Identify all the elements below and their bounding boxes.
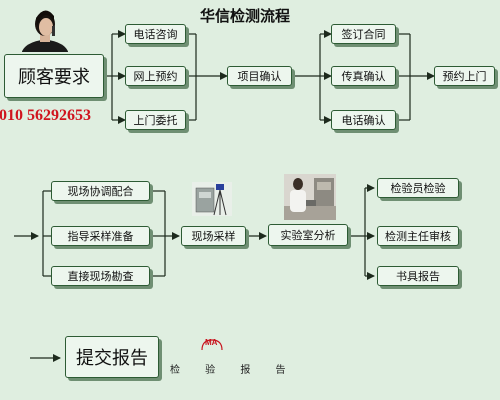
laboratory-photo [284, 174, 336, 220]
submit-report-label: 提交报告 [76, 348, 148, 369]
issue-report-box: 书具报告 [377, 266, 459, 286]
guide-sampling-box: 指导采样准备 [51, 226, 150, 246]
phone-confirm-box: 电话确认 [331, 110, 396, 130]
booking-visit-label: 预约上门 [442, 70, 487, 83]
lab-analysis-box: 实验室分析 [268, 224, 348, 246]
booking-visit-box: 预约上门 [434, 66, 495, 86]
site-coordinate-box: 现场协调配合 [51, 181, 150, 201]
inspector-check-label: 检验员检验 [390, 182, 446, 195]
project-confirm-label: 项目确认 [237, 70, 282, 83]
phone-confirm-label: 电话确认 [341, 114, 386, 127]
sign-contract-box: 签订合同 [331, 24, 396, 44]
direct-survey-label: 直接现场勘查 [67, 270, 134, 283]
director-review-label: 检测主任审核 [385, 230, 451, 243]
sign-contract-label: 签订合同 [341, 28, 386, 41]
site-sampling-label: 现场采样 [191, 230, 236, 243]
site-coordinate-label: 现场协调配合 [67, 185, 134, 198]
guide-sampling-label: 指导采样准备 [67, 230, 134, 243]
direct-survey-box: 直接现场勘查 [51, 266, 150, 286]
ma-mark-icon: MA [200, 337, 224, 351]
page-title: 华信检测流程 [200, 7, 291, 25]
site-sampling-box: 现场采样 [181, 226, 246, 246]
inspector-check-box: 检验员检验 [377, 178, 459, 198]
onsite-commission-label: 上门委托 [133, 114, 178, 127]
customer-service-photo [22, 4, 68, 52]
lab-analysis-label: 实验室分析 [280, 229, 336, 242]
fax-confirm-box: 传真确认 [331, 66, 396, 86]
fax-confirm-label: 传真确认 [341, 70, 386, 83]
online-booking-box: 网上预约 [125, 66, 186, 86]
project-confirm-box: 项目确认 [227, 66, 292, 86]
phone-consult-box: 电话咨询 [125, 24, 186, 44]
ma-mark-label: MA [205, 338, 218, 347]
customer-requirement-label: 顾客要求 [18, 67, 90, 88]
issue-report-label: 书具报告 [396, 270, 440, 283]
phone-number: 010 56292653 [0, 107, 91, 124]
submit-report-box: 提交报告 [65, 336, 159, 378]
sampling-equipment-photo [192, 182, 232, 216]
stamp-label: 检 验 报 告 [170, 365, 297, 376]
online-booking-label: 网上预约 [133, 70, 178, 83]
director-review-box: 检测主任审核 [377, 226, 459, 246]
onsite-commission-box: 上门委托 [125, 110, 186, 130]
customer-requirement-box: 顾客要求 [4, 54, 104, 98]
phone-consult-label: 电话咨询 [133, 28, 178, 41]
